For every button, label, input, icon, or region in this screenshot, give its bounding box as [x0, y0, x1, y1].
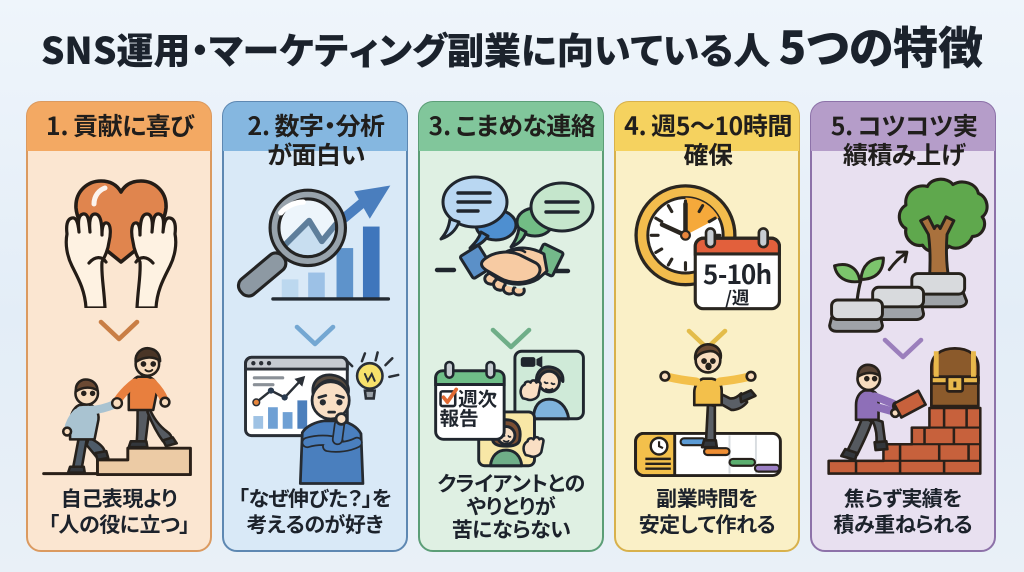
svg-text:5-10h: 5-10h [703, 253, 772, 292]
card3-header-band [419, 102, 603, 151]
card2-chevron-down-icon [224, 324, 406, 348]
card-joy-of-contribution: 1. 貢献に喜び [26, 101, 212, 552]
card1-header-band [27, 102, 211, 151]
card3-chevron-down-icon [420, 327, 602, 351]
card2-header-title: 2. 数字・分析 が面白い [247, 107, 385, 172]
magnifier-bar-chart-icon [224, 182, 406, 322]
svg-text:週次: 週次 [458, 383, 497, 412]
page-title-main: SNS運用・マーケティング副業に向いている人 [40, 21, 779, 75]
balancing-schedule-illustration [616, 334, 798, 484]
card3-caption: クライアントとの やりとりが 苦にならない [437, 468, 585, 544]
card-frequent-communication: 3. こまめな連絡 [418, 101, 604, 552]
card5-caption: 焦らず実績を 積み重ねられる [833, 483, 973, 539]
helping-up-stairs-illustration [28, 342, 210, 478]
analytics-thinking-illustration [224, 350, 406, 485]
card5-header-band [811, 102, 995, 151]
card1-chevron-down-icon [28, 319, 210, 343]
card1-header-title: 1. 貢献に喜び [46, 107, 194, 143]
card5-chevron-down-icon [812, 337, 994, 361]
card-weekly-hours: 4. 週5〜10時間 確保 [614, 101, 800, 552]
svg-text:報告: 報告 [440, 403, 479, 432]
chat-bubbles-handshake-icon [420, 162, 602, 322]
card2-header-band [223, 102, 407, 151]
card2-caption: 「なぜ伸びた？」を 考えるのが好き [238, 483, 392, 539]
card3-header-title: 3. こまめな連絡 [428, 107, 596, 143]
clock-calendar-icon: 5-10h /週 [616, 167, 798, 332]
card-steady-track-record: 5. コツコツ実 績積み上げ [810, 101, 996, 552]
page-title-emphasis: 5つの特徴 [778, 12, 984, 77]
card5-header-title: 5. コツコツ実 績積み上げ [830, 107, 978, 172]
brick-stairs-treasure-illustration [812, 334, 994, 484]
card4-header-band [615, 102, 799, 151]
svg-text:/週: /週 [725, 285, 749, 310]
weekly-report-video-call-illustration: 週次 報告 [420, 334, 602, 482]
card1-caption: 自己表現より 「人の役に立つ」 [48, 483, 190, 539]
sprout-tree-growth-icon [812, 174, 994, 334]
card4-caption: 副業時間を 安定して作れる [638, 483, 776, 539]
card-numbers-analysis: 2. 数字・分析 が面白い [222, 101, 408, 552]
page-title: SNS運用・マーケティング副業に向いている人 5つの特徴 [0, 12, 1024, 77]
card4-header-title: 4. 週5〜10時間 確保 [624, 107, 792, 172]
hands-holding-heart-icon [28, 162, 210, 308]
